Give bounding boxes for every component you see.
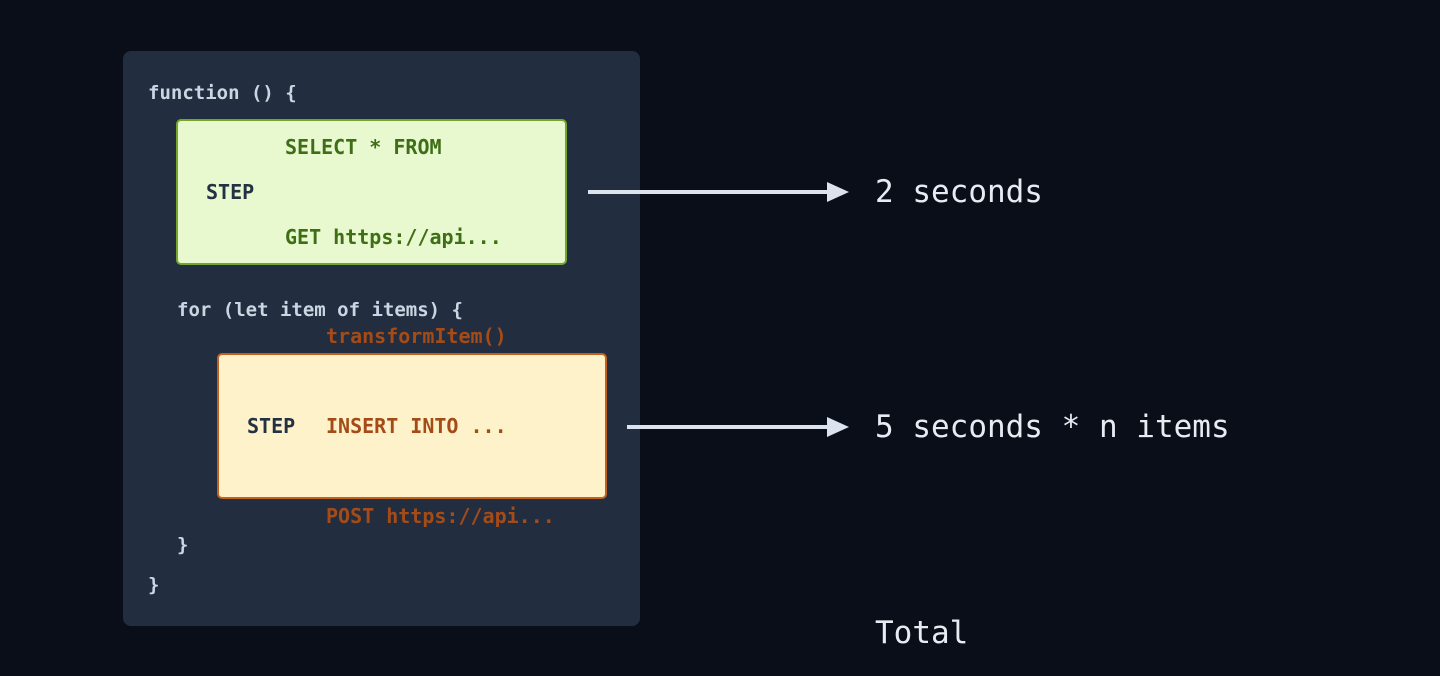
step2-code-lines: transformItem() INSERT INTO ... POST htt… [326,261,555,591]
step-label: STEP [206,180,255,204]
step-box-extract: STEP SELECT * FROM GET https://api... [176,119,567,265]
code-line-close-function: } [148,574,160,596]
arrow-right-icon [588,190,828,194]
code-line-for-open: for (let item of items) { [177,299,463,321]
step2-line-transform: transformItem() [326,324,507,348]
step1-duration-label: 2 seconds [875,174,1043,210]
step2-line-insert: INSERT INTO ... [326,414,507,438]
step2-duration-label: 5 seconds * n items [875,409,1230,445]
code-line-function-open: function () { [148,82,297,104]
total-summary: Total 100 items = 502 seconds [875,531,1304,676]
code-panel: function () { STEP SELECT * FROM GET htt… [123,51,640,626]
total-label: Total [875,615,969,651]
step2-line-post: POST https://api... [326,504,555,528]
step-label: STEP [247,414,296,438]
code-line-close-for: } [177,534,189,556]
step1-code-lines: SELECT * FROM GET https://api... [285,72,502,312]
arrow-right-icon [627,425,828,429]
step1-line-get: GET https://api... [285,225,502,249]
step-box-transform-load: STEP transformItem() INSERT INTO ... POS… [217,324,607,528]
step1-line-select: SELECT * FROM [285,135,442,159]
